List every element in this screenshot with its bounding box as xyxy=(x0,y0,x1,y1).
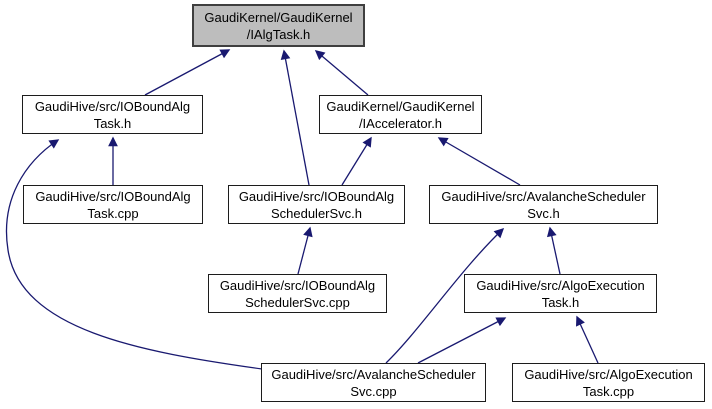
edge-avalancheschedulersvc-h-to-gaudikernel-iaccelerator-h xyxy=(437,137,521,186)
edge-ioboundalgschedulersvc-h-to-gaudikernel-iaccelerator-h xyxy=(341,136,372,186)
node-label: SchedulerSvc.cpp xyxy=(245,294,350,310)
node-label: Svc.h xyxy=(527,205,560,221)
node-label: GaudiHive/src/AlgoExecution xyxy=(476,277,645,293)
node-label: GaudiHive/src/IOBoundAlg xyxy=(219,277,376,293)
node-label: Task.cpp xyxy=(87,205,139,221)
node-label: Task.cpp xyxy=(582,383,635,399)
edge-ioboundalgschedulersvc-cpp-to-ioboundalgschedulersvc-h xyxy=(297,226,313,275)
node-label: /IAlgTask.h xyxy=(246,26,311,42)
edge-ioboundalgtask-h-to-gaudikernel-ialgtask-h xyxy=(144,49,231,96)
node-label: SchedulerSvc.h xyxy=(270,205,363,221)
edge-gaudikernel-iaccelerator-h-to-gaudikernel-ialgtask-h xyxy=(314,50,369,96)
edge-ioboundalgschedulersvc-h-to-gaudikernel-ialgtask-h xyxy=(280,49,310,186)
node-label: GaudiHive/src/AvalancheScheduler xyxy=(271,366,476,382)
node-label: Task.h xyxy=(93,115,132,131)
edge-algoexecutiontask-cpp-to-algoexecutiontask-h xyxy=(576,315,599,364)
node-gaudikernel-ialgtask-h[interactable]: GaudiKernel/GaudiKernel/IAlgTask.h xyxy=(192,4,365,47)
edge-algoexecutiontask-h-to-avalancheschedulersvc-h xyxy=(546,226,561,275)
node-label: GaudiKernel/GaudiKernel xyxy=(326,98,475,114)
edge-avalancheschedulersvc-cpp-to-algoexecutiontask-h xyxy=(417,317,507,364)
node-label: GaudiHive/src/IOBoundAlg xyxy=(238,188,395,204)
node-gaudikernel-iaccelerator-h[interactable]: GaudiKernel/GaudiKernel/IAccelerator.h xyxy=(319,95,482,134)
node-label: GaudiHive/src/IOBoundAlg xyxy=(34,98,191,114)
node-label: GaudiKernel/GaudiKernel xyxy=(204,9,353,25)
node-label: Svc.cpp xyxy=(350,383,397,399)
node-label: GaudiHive/src/AvalancheScheduler xyxy=(441,188,646,204)
node-label: GaudiHive/src/IOBoundAlg xyxy=(35,188,191,204)
node-label: Task.h xyxy=(541,294,580,310)
node-label: /IAccelerator.h xyxy=(358,115,443,131)
edge-avalancheschedulersvc-cpp-to-ioboundalgtask-h xyxy=(5,139,263,370)
node-label: GaudiHive/src/AlgoExecution xyxy=(524,366,693,382)
